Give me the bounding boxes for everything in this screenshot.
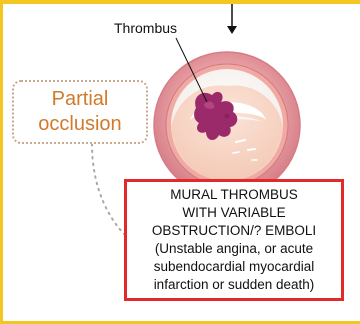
plaque-mark-3 (233, 152, 239, 153)
caption-line-6: infarction or sudden death) (154, 276, 315, 294)
thrombus-label: Thrombus (114, 20, 177, 36)
partial-label: Partial (52, 87, 109, 112)
thrombus-speck (225, 114, 230, 119)
occlusion-label: occlusion (38, 112, 121, 137)
caption-line-5: subendocardial myocardial (154, 258, 315, 276)
plaque-mark-2 (248, 149, 255, 150)
caption-line-3: OBSTRUCTION/? EMBOLI (152, 222, 316, 240)
partial-occlusion-box: Partial occlusion (12, 80, 148, 144)
caption-line-1: MURAL THROMBUS (170, 186, 298, 204)
caption-box: MURAL THROMBUS WITH VARIABLE OBSTRUCTION… (124, 179, 344, 301)
caption-line-2: WITH VARIABLE (182, 204, 285, 222)
caption-line-4: (Unstable angina, or acute (155, 240, 313, 258)
dotted-connector (92, 144, 126, 236)
arrow-head (227, 26, 237, 34)
